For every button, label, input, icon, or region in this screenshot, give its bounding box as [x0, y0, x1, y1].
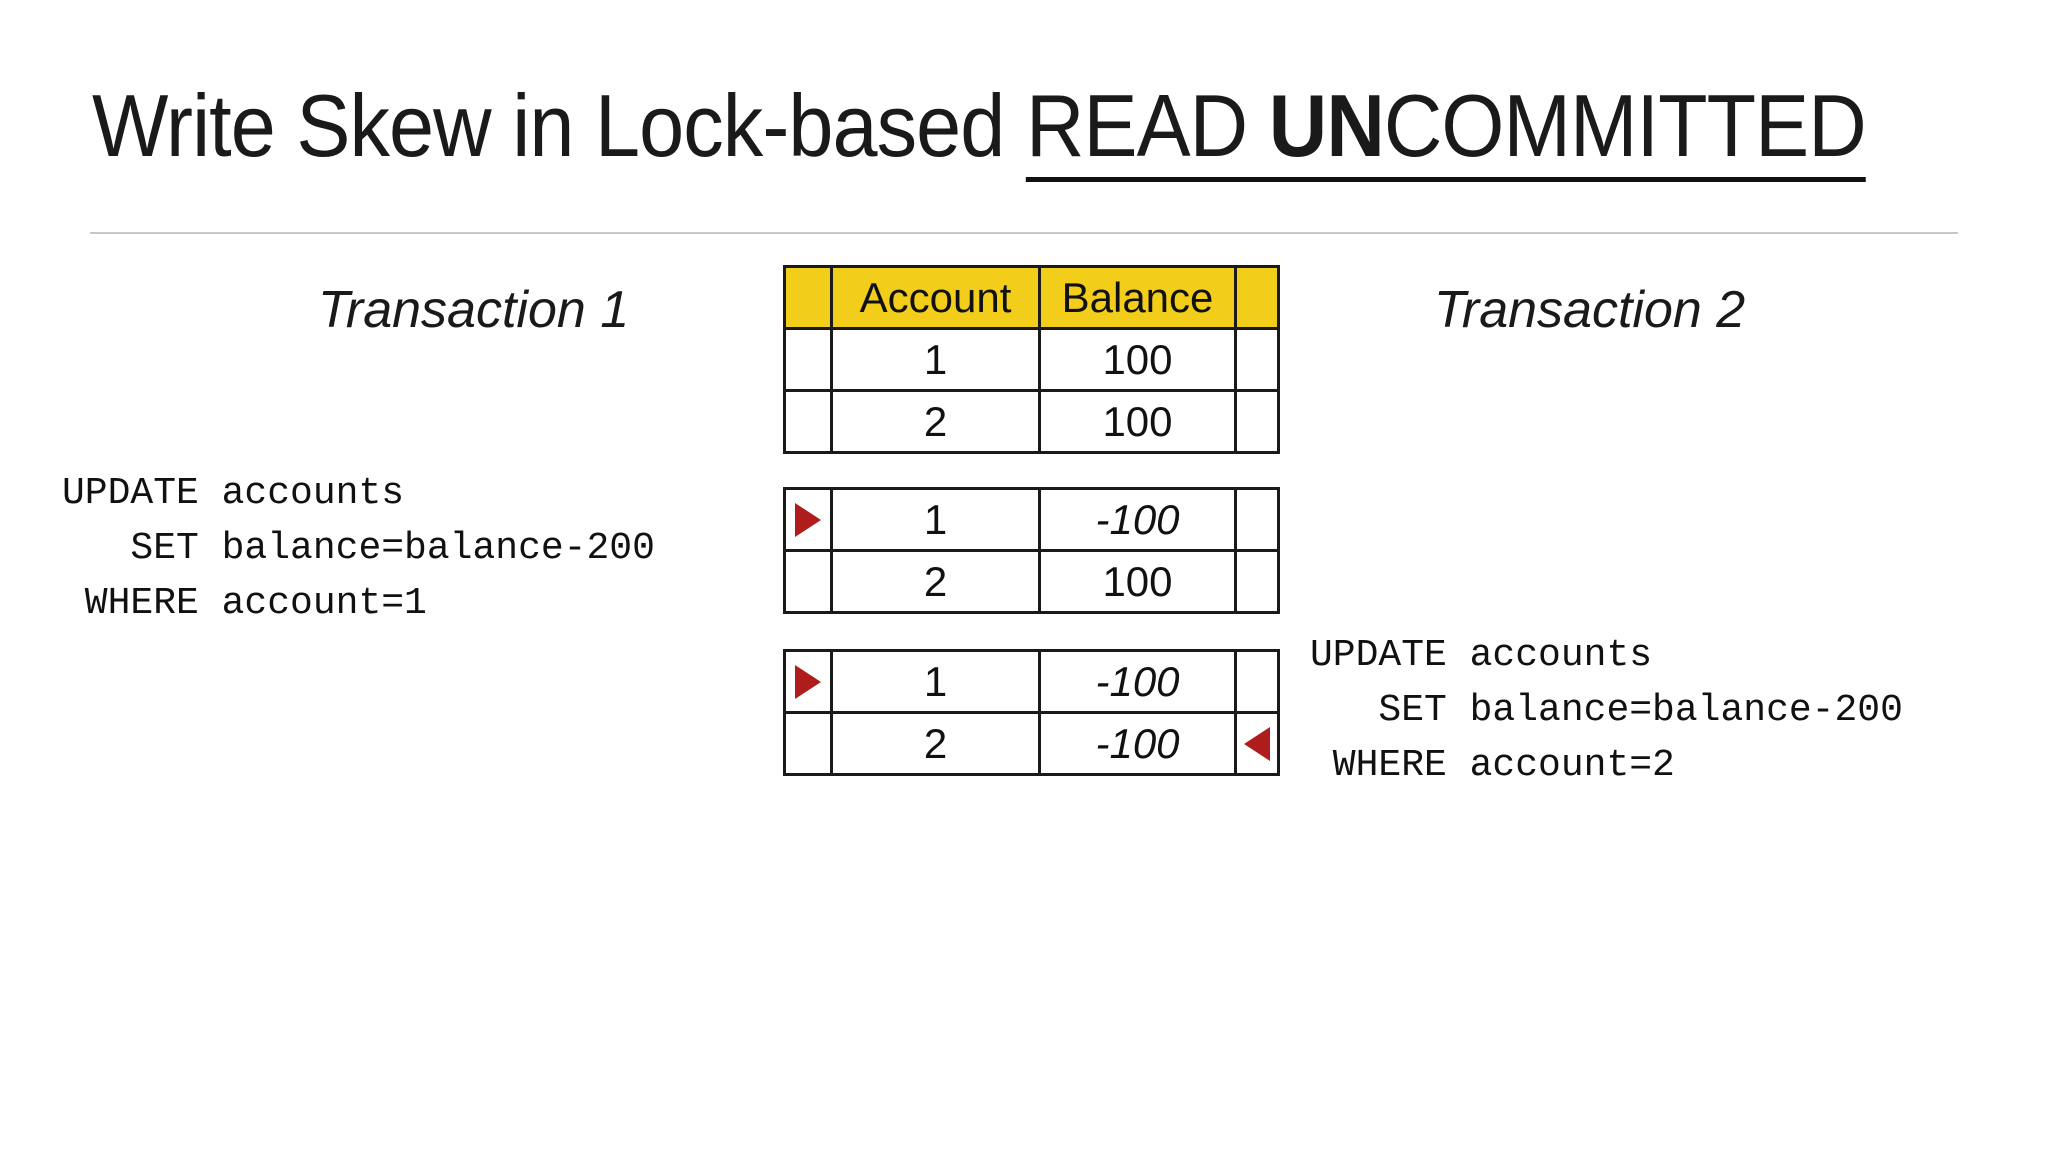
row-marker-left	[783, 711, 833, 776]
column-header-marker-left	[783, 265, 833, 330]
cell-account: 1	[830, 487, 1041, 552]
page-title-prefix: Write Skew in Lock-based	[92, 76, 1026, 175]
row-marker-right	[1234, 649, 1280, 714]
page-title-emphasis: READ UNCOMMITTED	[1025, 76, 1867, 182]
row-marker-left	[783, 389, 833, 454]
table-row: 1-100	[783, 649, 1280, 714]
table-row: 1-100	[783, 487, 1280, 552]
transaction-1-sql: UPDATE accounts SET balance=balance-200 …	[62, 472, 655, 625]
row-marker-left	[783, 649, 833, 714]
cell-account: 1	[830, 649, 1041, 714]
triangle-right-icon	[795, 502, 821, 537]
cell-balance: 100	[1038, 327, 1237, 392]
cell-balance: 100	[1038, 389, 1237, 454]
triangle-left-icon	[1244, 726, 1270, 761]
table-row: 2-100	[783, 711, 1280, 776]
transaction-2-sql: UPDATE accounts SET balance=balance-200 …	[1310, 634, 1903, 787]
row-marker-left	[783, 549, 833, 614]
column-header-account: Account	[830, 265, 1041, 330]
page-title-emphasis-lead: READ	[1025, 76, 1269, 175]
column-header-marker-right	[1234, 265, 1280, 330]
row-marker-right	[1234, 487, 1280, 552]
cell-account: 1	[830, 327, 1041, 392]
title-divider	[90, 232, 1958, 234]
page-title-emphasis-bold: UN	[1268, 76, 1385, 175]
row-marker-left	[783, 487, 833, 552]
page-title-emphasis-tail: COMMITTED	[1383, 76, 1867, 175]
cell-balance: -100	[1038, 649, 1237, 714]
page-title: Write Skew in Lock-based READ UNCOMMITTE…	[92, 76, 1867, 182]
row-marker-left	[783, 327, 833, 392]
cell-account: 2	[830, 389, 1041, 454]
triangle-right-icon	[795, 664, 821, 699]
cell-balance: -100	[1038, 487, 1237, 552]
row-marker-right	[1234, 711, 1280, 776]
column-header-balance: Balance	[1038, 265, 1237, 330]
cell-balance: 100	[1038, 549, 1237, 614]
cell-account: 2	[830, 549, 1041, 614]
row-marker-right	[1234, 327, 1280, 392]
cell-account: 2	[830, 711, 1041, 776]
row-marker-right	[1234, 389, 1280, 454]
transaction-1-label: Transaction 1	[318, 281, 630, 339]
transaction-2-label: Transaction 2	[1434, 281, 1746, 339]
row-marker-right	[1234, 549, 1280, 614]
cell-balance: -100	[1038, 711, 1237, 776]
